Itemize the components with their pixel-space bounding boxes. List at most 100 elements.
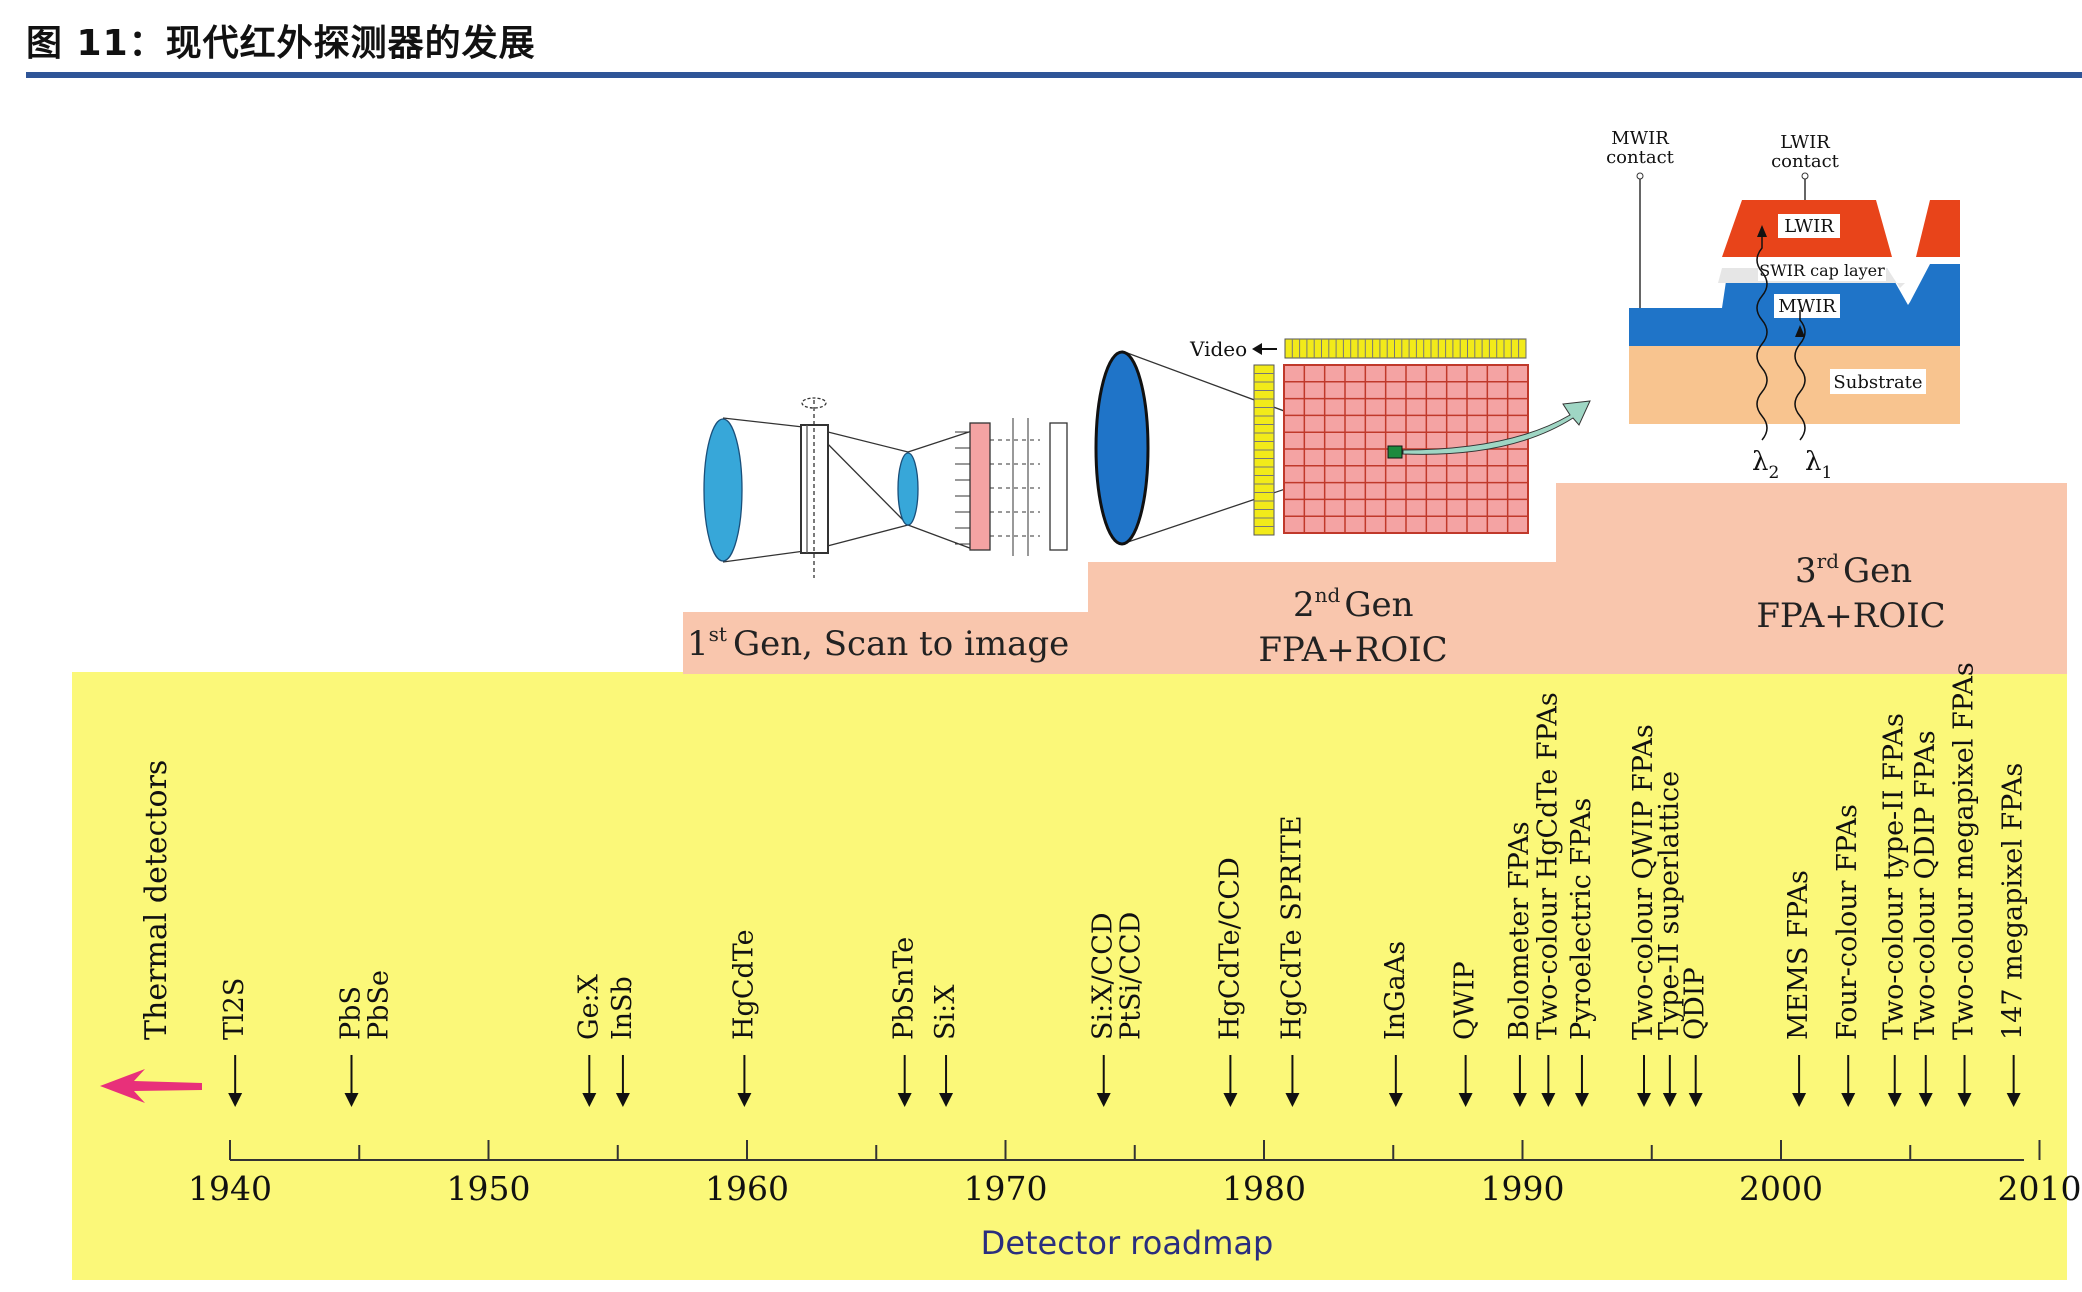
arrow-head-icon — [1096, 1093, 1111, 1107]
gen1-relay-lens — [897, 452, 919, 526]
arrow-head-icon — [1223, 1093, 1238, 1107]
event-label: PbSe — [363, 970, 394, 1040]
event-label: InSb — [607, 976, 638, 1040]
arrow-head-icon — [737, 1093, 752, 1107]
event-label: PbS — [335, 986, 366, 1040]
mwir-layer-label: MWIR — [1778, 296, 1836, 317]
event-label: QDIP — [1680, 967, 1711, 1040]
axis-year-label: 1960 — [705, 1169, 789, 1208]
arrow-head-icon — [1512, 1093, 1527, 1107]
lwir-layer-adjacent — [1916, 200, 1960, 257]
arrow-head-icon — [1458, 1093, 1473, 1107]
event-label: Ge:X — [573, 973, 604, 1040]
gen1-objective-lens — [703, 418, 743, 562]
arrow-head-icon — [1887, 1093, 1902, 1107]
gen3-sublabel: FPA+ROIC — [1756, 596, 1945, 636]
gen1-detector-column — [969, 422, 991, 551]
event-label: HgCdTe — [728, 929, 759, 1040]
title-rule — [26, 72, 2082, 78]
video-label: Video — [1189, 337, 1247, 361]
event-label: 147 megapixel FPAs — [1998, 763, 2029, 1040]
lambda1-label: λ1 — [1805, 447, 1832, 483]
gen3-band — [1556, 483, 2067, 674]
gen2-fpa-illustration: Video — [1094, 337, 1591, 546]
zoom-arrow — [1402, 400, 1591, 455]
arrow-head-icon — [2006, 1093, 2021, 1107]
arrow-head-icon — [228, 1093, 243, 1107]
arrow-head-icon — [1688, 1093, 1703, 1107]
axis-year-label: 2010 — [1998, 1169, 2082, 1208]
gen1-scan-illustration — [703, 397, 1068, 578]
event-label: PbSnTe — [889, 937, 920, 1040]
figure-title: 图 11：现代红外探测器的发展 — [26, 23, 536, 64]
arrow-head-icon — [1792, 1093, 1807, 1107]
arrow-head-icon — [1841, 1093, 1856, 1107]
mwir-contact-label-2: contact — [1606, 147, 1675, 168]
arrow-head-icon — [939, 1093, 954, 1107]
gen1-band — [683, 612, 1088, 674]
arrow-head-icon — [1636, 1093, 1651, 1107]
event-label: Two-colour type-II FPAs — [1879, 713, 1910, 1040]
mwir-contact-label-1: MWIR — [1611, 128, 1669, 149]
axis-year-label: 2000 — [1739, 1169, 1823, 1208]
arrow-head-icon — [1957, 1093, 1972, 1107]
event-label: MEMS FPAs — [1783, 870, 1814, 1040]
event-label: HgCdTe/CCD — [1214, 857, 1245, 1040]
arrow-head-icon — [1918, 1093, 1933, 1107]
swir-cap-label: SWIR cap layer — [1759, 261, 1885, 280]
axis-year-label: 1990 — [1481, 1169, 1565, 1208]
event-label: Tl2S — [219, 978, 250, 1040]
lwir-contact-label-2: contact — [1771, 151, 1840, 172]
event-label: Pyroelectric FPAs — [1566, 798, 1597, 1040]
event-label: HgCdTe SPRITE — [1276, 815, 1307, 1040]
arrow-head-icon — [897, 1093, 912, 1107]
arrow-head-icon — [615, 1093, 630, 1107]
gen2-sublabel: FPA+ROIC — [1258, 630, 1447, 670]
arrow-head-icon — [1541, 1093, 1556, 1107]
event-label: Two-colour megapixel FPAs — [1949, 662, 1980, 1040]
arrow-head-icon — [1574, 1093, 1589, 1107]
event-label: QWIP — [1450, 961, 1481, 1040]
event-label: Si:X — [930, 984, 961, 1040]
event-label: Si:X/CCD — [1088, 912, 1119, 1040]
event-label: Two-colour QWIP FPAs — [1628, 724, 1659, 1040]
lambda2-wave — [1756, 236, 1768, 441]
thermal-arrow-icon — [100, 1069, 202, 1103]
arrow-head-icon — [1388, 1093, 1403, 1107]
gen3-pixel-illustration: MWIR contact LWIR contact LWIR SWIR cap … — [1606, 128, 1960, 483]
scan-mirror-drum — [800, 424, 829, 554]
arrow-head-icon — [1285, 1093, 1300, 1107]
gen2-band — [1088, 562, 1558, 674]
timeline-panel — [72, 672, 2067, 1280]
substrate-label: Substrate — [1833, 372, 1922, 393]
axis-year-label: 1980 — [1222, 1169, 1306, 1208]
thermal-detectors-label: Thermal detectors — [139, 760, 174, 1040]
axis-year-label: 1940 — [188, 1169, 272, 1208]
lwir-contact-label-1: LWIR — [1780, 132, 1830, 153]
lwir-layer-label: LWIR — [1784, 216, 1834, 237]
axis-year-label: 1970 — [964, 1169, 1048, 1208]
event-label: Type-II superlattice — [1654, 771, 1685, 1040]
event-label: Two-colour HgCdTe FPAs — [1532, 692, 1563, 1040]
arrow-head-icon — [582, 1093, 597, 1107]
event-label: Four-colour FPAs — [1832, 804, 1863, 1040]
axis-title: Detector roadmap — [981, 1224, 1274, 1262]
lambda2-label: λ2 — [1752, 447, 1779, 483]
event-label: InGaAs — [1380, 941, 1411, 1040]
event-label: Bolometer FPAs — [1504, 821, 1535, 1040]
selected-pixel — [1387, 445, 1403, 459]
arrow-head-icon — [1662, 1093, 1677, 1107]
time-axis: 1940 1950 1960 1970 1980 1990 2000 2010 Detecto… — [188, 1140, 2081, 1262]
thermal-detectors-marker: Thermal detectors — [100, 760, 202, 1103]
event-label: PtSi/CCD — [1116, 912, 1147, 1040]
event-label: Two-colour QDIP FPAs — [1910, 730, 1941, 1040]
gen2-objective-lens — [1094, 350, 1150, 546]
axis-year-label: 1950 — [447, 1169, 531, 1208]
arrow-head-icon — [344, 1093, 359, 1107]
lambda1-wave — [1794, 310, 1806, 441]
